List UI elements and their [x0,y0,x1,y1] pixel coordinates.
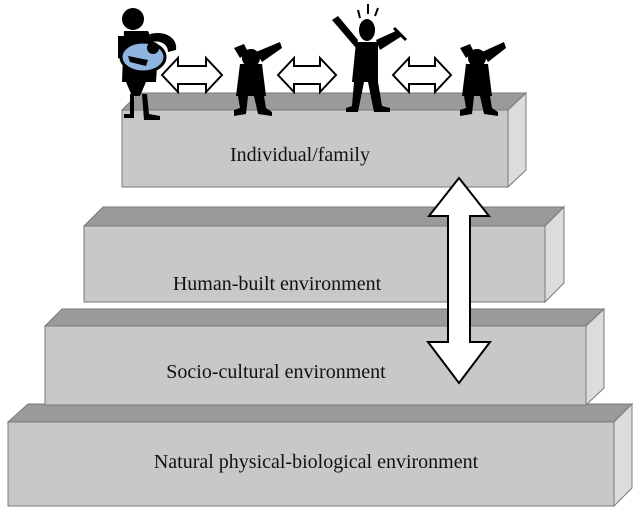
vertical-double-arrow-icon [425,176,493,385]
layer-human-built: Human-built environment [82,205,566,304]
horizontal-double-arrow-icon [391,55,453,95]
layer-socio-cultural: Socio-cultural environment [43,307,606,407]
layer-human-built-label: Human-built environment [173,273,382,295]
child-figure-icon [234,42,282,116]
layer-individual: Individual/family [120,91,528,189]
parent-holding-baby-icon [118,8,177,120]
layer-individual-label: Individual/family [230,144,370,166]
layer-socio-cultural-label: Socio-cultural environment [166,361,386,383]
horizontal-double-arrow-icon [160,55,224,95]
horizontal-double-arrow-icon [276,55,338,95]
layer-natural-label: Natural physical-biological environment [154,451,479,473]
layer-natural: Natural physical-biological environment [6,402,634,507]
adult-figure-icon [332,4,408,112]
child-figure-icon [460,42,506,116]
